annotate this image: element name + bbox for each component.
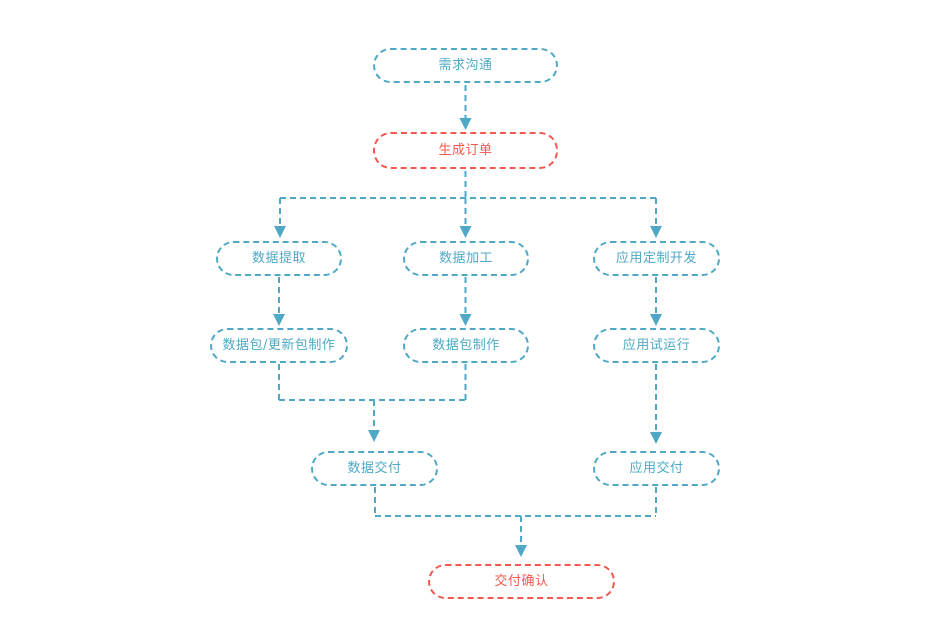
connector-packages-merge-to-data-delivery [278,364,467,442]
node-app-trial-run: 应用试运行 [593,328,720,363]
node-requirement-communication: 需求沟通 [373,48,558,83]
connector-development-to-trial [650,277,662,326]
node-data-delivery: 数据交付 [311,451,438,486]
node-data-package-creation: 数据包制作 [403,328,529,363]
node-data-package-update-package-creation: 数据包/更新包制作 [210,328,348,363]
connector-extraction-to-package [273,277,285,326]
node-delivery-confirmation: 交付确认 [428,564,615,599]
node-data-extraction: 数据提取 [216,241,342,276]
connector-order-to-branches [274,171,662,238]
connector-deliveries-merge-to-confirmation [374,487,657,557]
connector-processing-to-package [459,277,472,326]
node-data-processing: 数据加工 [403,241,529,276]
node-app-delivery: 应用交付 [593,451,720,486]
node-app-custom-development: 应用定制开发 [593,241,720,276]
node-generate-order: 生成订单 [373,132,558,169]
connector-requirement-to-order [459,85,472,130]
connector-trial-to-app-delivery [650,364,662,444]
